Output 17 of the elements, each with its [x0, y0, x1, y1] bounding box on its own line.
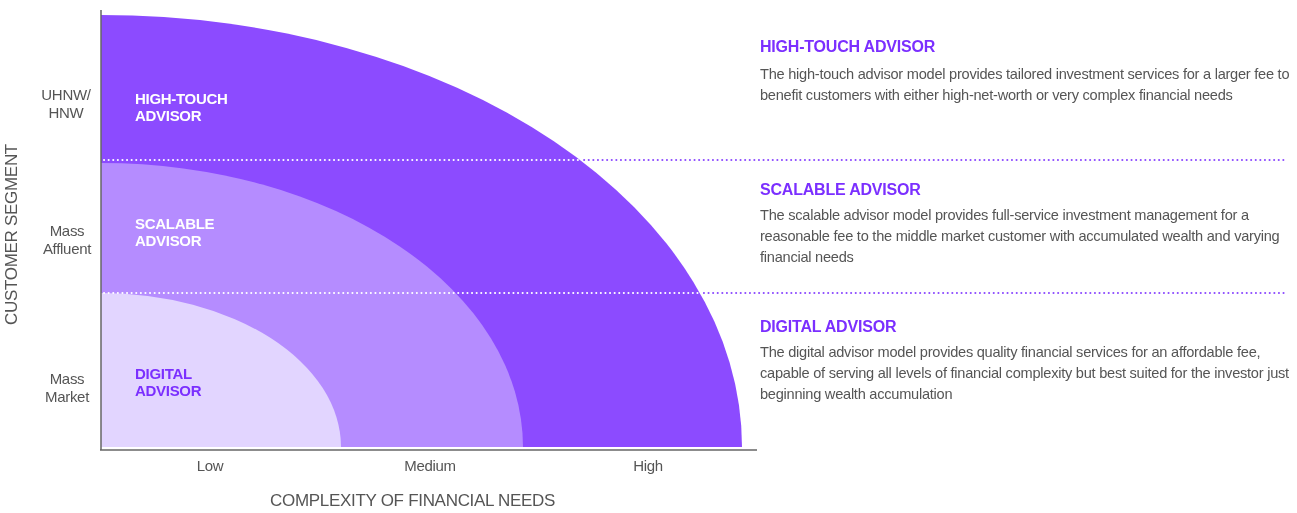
region-label: HIGH-TOUCH ADVISOR: [135, 90, 229, 124]
axis-tick-label: Low: [195, 457, 225, 475]
description-text: The scalable advisor model provides full-service investment management for a reasonable fee to the middle market customer with accumulated wealth and varying financial needs: [760, 206, 1281, 267]
axis-title: COMPLEXITY OF FINANCIAL NEEDS: [270, 491, 556, 511]
axis-tick-label: UHNW/ HNW: [40, 86, 92, 122]
axis-tick-label: High: [632, 457, 664, 475]
axis-tick-label: Mass Market: [43, 370, 91, 406]
axis-tick-label: Medium: [403, 457, 457, 475]
description-text: The high-touch advisor model provides tailored investment services for a larger fee to benefit customers with either high-net-worth or very complex financial needs: [760, 65, 1290, 105]
region-label: DIGITAL ADVISOR: [135, 365, 203, 399]
description-heading: HIGH-TOUCH ADVISOR: [760, 38, 937, 56]
region-label: SCALABLE ADVISOR: [135, 215, 216, 249]
description-text: The digital advisor model provides quality financial services for an affordable fee, capable of serving all levels of financial complexity but best suited for the investor just beginning wealth accumulation: [760, 343, 1290, 404]
axis-title: CUSTOMER SEGMENT: [2, 144, 22, 325]
description-heading: DIGITAL ADVISOR: [760, 318, 898, 336]
description-heading: SCALABLE ADVISOR: [760, 181, 922, 199]
axis-tick-label: Mass Affluent: [41, 222, 93, 258]
